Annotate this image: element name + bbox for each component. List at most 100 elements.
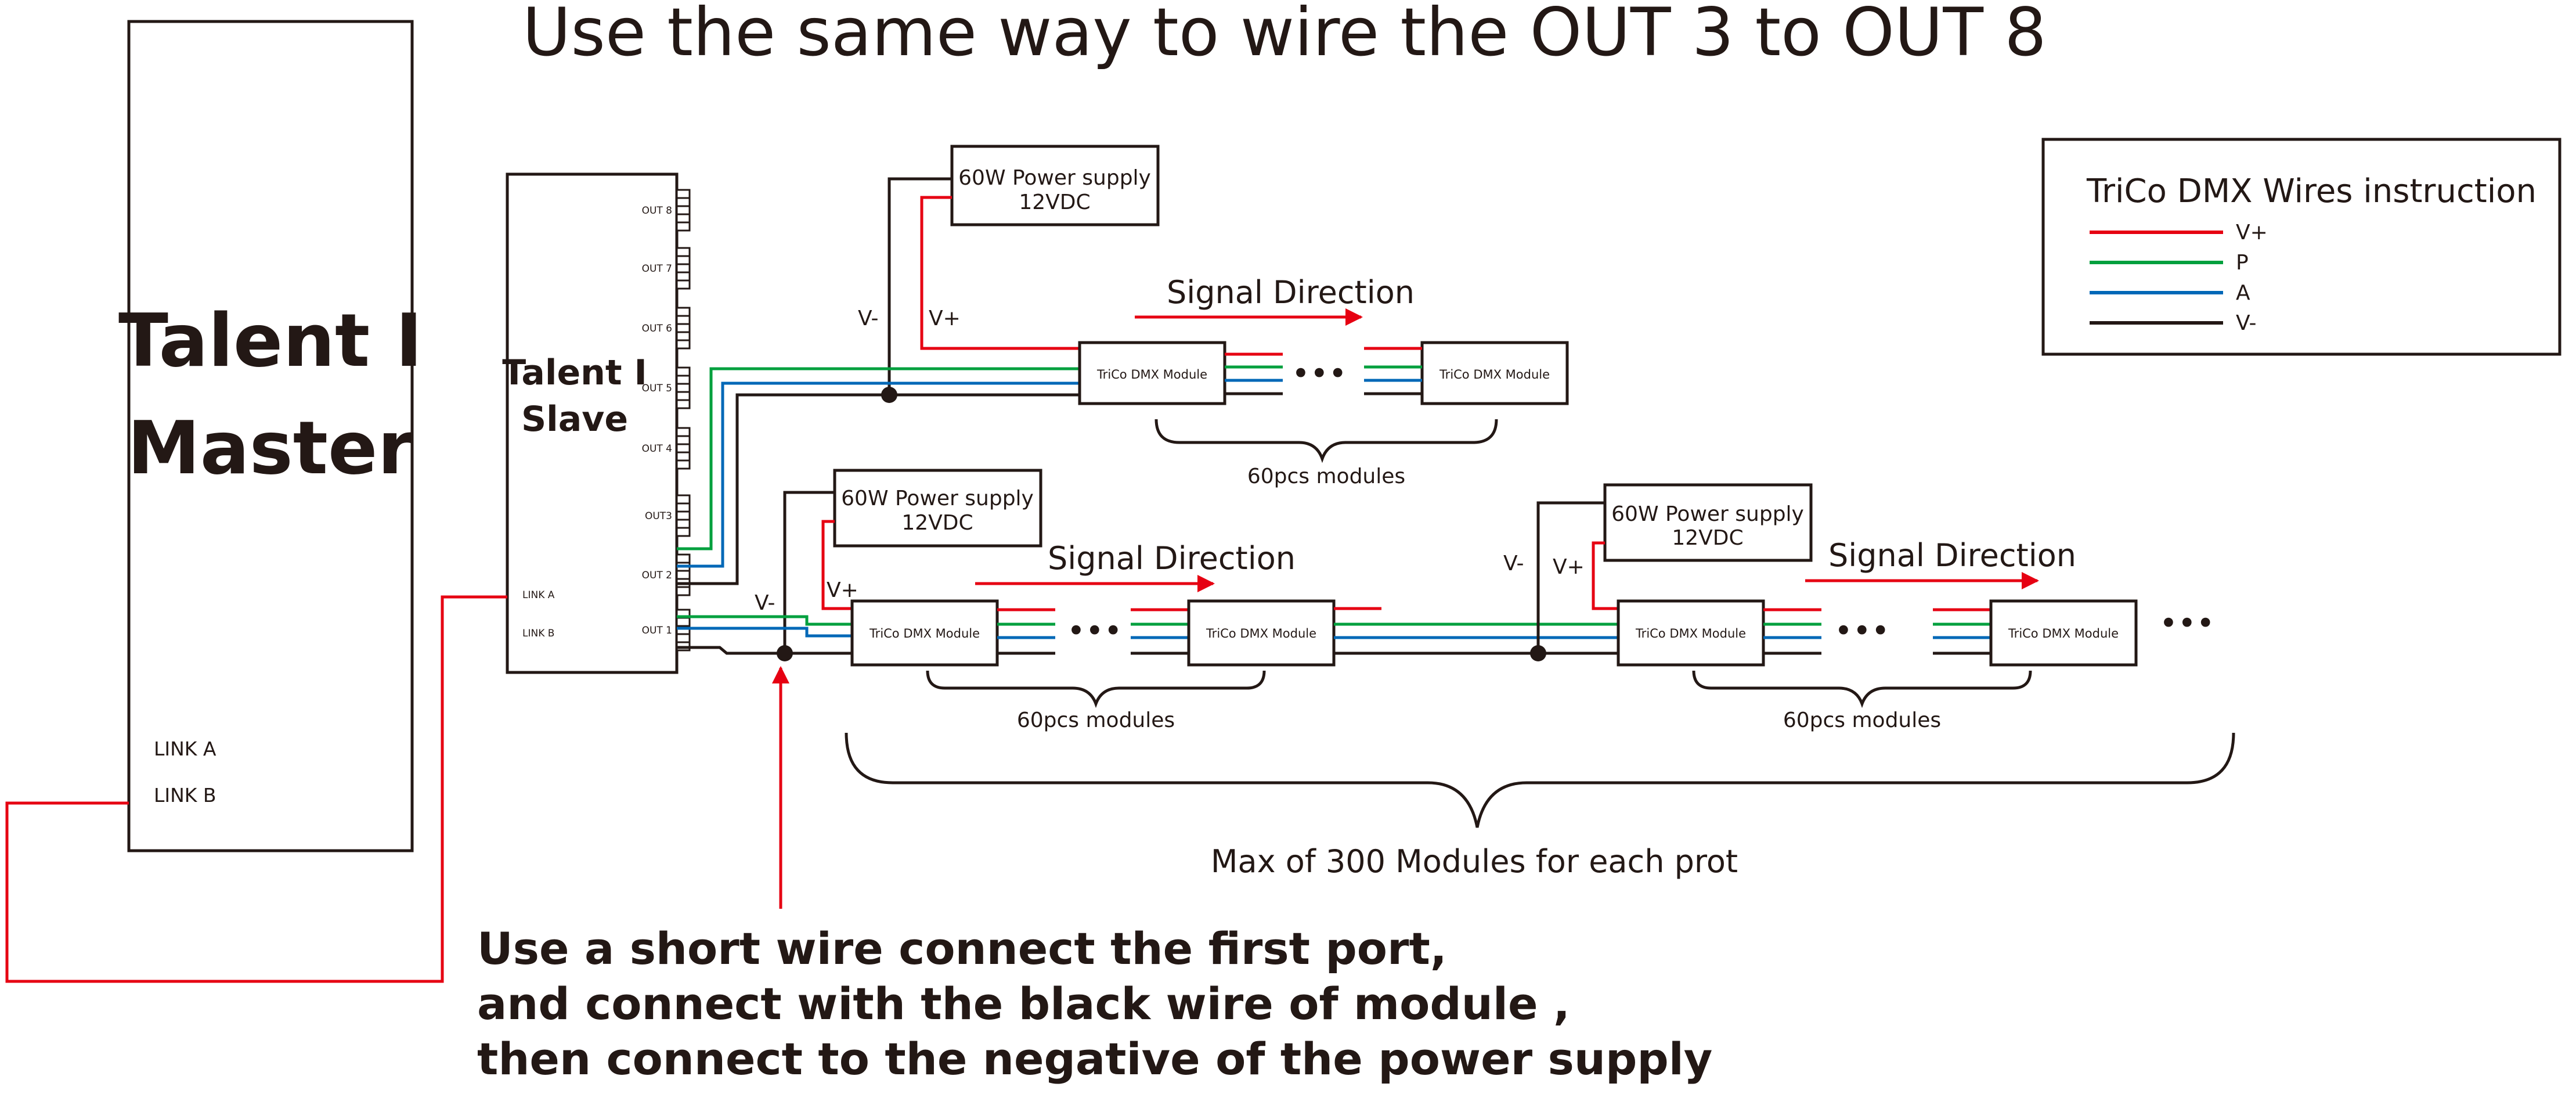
port-terminal [676, 399, 691, 409]
port-terminal [676, 494, 691, 505]
svg-text:60W Power supply: 60W Power supply [958, 166, 1151, 190]
svg-text:TriCo DMX Module: TriCo DMX Module [1635, 627, 1746, 640]
wiring-note: Use a short wire connect the first port,… [477, 923, 1712, 1085]
ellipsis: ••• [1291, 355, 1347, 392]
svg-text:12VDC: 12VDC [901, 511, 973, 535]
svg-text:60pcs modules: 60pcs modules [1247, 465, 1405, 488]
port-terminal [676, 435, 691, 445]
svg-text:TriCo DMX Module: TriCo DMX Module [1096, 368, 1207, 382]
slave-port-label: OUT 2 [642, 570, 672, 581]
port-terminal [676, 510, 691, 521]
svg-text:60pcs modules: 60pcs modules [1783, 708, 1941, 732]
port-terminal [676, 307, 691, 317]
svg-text:V+: V+ [929, 307, 961, 330]
legend-label: A [2236, 281, 2250, 305]
port-terminal [676, 443, 691, 454]
svg-text:TriCo DMX Module: TriCo DMX Module [1206, 627, 1316, 640]
port-terminal [676, 459, 691, 470]
slave-port-label: OUT3 [645, 510, 672, 522]
svg-text:V-: V- [1503, 552, 1524, 575]
slave-name: Talent I [502, 352, 647, 393]
svg-text:60W Power supply: 60W Power supply [1611, 502, 1804, 526]
port-terminal [676, 247, 691, 257]
port-terminal [676, 391, 691, 401]
upper-branch: 60W Power supply 12VDC V- V+ TriCo DMX M… [677, 145, 1569, 585]
diagram-title: Use the same way to wire the OUT 3 to OU… [522, 0, 2047, 71]
port-terminal [676, 570, 691, 580]
power-supply-lower-2 [1603, 483, 1813, 562]
svg-text:12VDC: 12VDC [1019, 190, 1090, 214]
module-lower-4 [1989, 599, 2138, 667]
master-link-a: LINK A [154, 737, 217, 760]
legend-title: TriCo DMX Wires instruction [2086, 172, 2537, 210]
port-terminal [676, 427, 691, 437]
port-terminal [676, 213, 691, 224]
svg-text:V+: V+ [1553, 555, 1585, 579]
power-supply-upper [950, 145, 1160, 226]
wire-legend: TriCo DMX Wires instruction V+PAV- [2041, 138, 2561, 356]
port-terminal [676, 519, 691, 529]
slave-role: Slave [521, 399, 628, 440]
port-terminal [676, 315, 691, 325]
port-terminal [676, 263, 691, 274]
svg-text:•••: ••• [1834, 613, 1890, 649]
port-terminal [676, 189, 691, 199]
master-link-b: LINK B [154, 784, 217, 807]
power-supply-lower-1 [833, 469, 1042, 548]
svg-text:TriCo DMX Module: TriCo DMX Module [1439, 368, 1550, 382]
svg-text:Use a short wire connect the f: Use a short wire connect the first port, [477, 923, 1447, 974]
svg-text:Signal Direction: Signal Direction [1048, 540, 1296, 577]
master-role: Master [127, 405, 413, 491]
svg-text:12VDC: 12VDC [1672, 526, 1743, 550]
port-terminal [676, 502, 691, 513]
module-lower-1 [850, 599, 999, 667]
svg-text:60pcs modules: 60pcs modules [1017, 708, 1175, 732]
svg-text:and connect with the black wir: and connect with the black wire of modul… [477, 978, 1570, 1030]
svg-text:60W Power supply: 60W Power supply [841, 487, 1034, 510]
port-terminal [676, 255, 691, 265]
port-terminal [676, 366, 691, 377]
port-terminal [676, 221, 691, 232]
module-upper-1 [1078, 341, 1226, 405]
slave-port-label: OUT 4 [642, 443, 672, 455]
slave-link-b: LINK B [522, 628, 554, 639]
module-lower-3 [1617, 599, 1765, 667]
port-terminal [676, 527, 691, 537]
svg-text:V-: V- [755, 591, 775, 615]
svg-text:then connect to the negative o: then connect to the negative of the powe… [477, 1033, 1712, 1085]
slave-port-label: OUT 7 [642, 263, 672, 275]
master-name: Talent I [118, 298, 423, 383]
port-terminal [676, 375, 691, 385]
port-terminal [676, 633, 691, 643]
signal-direction-label: Signal Direction [1167, 274, 1415, 311]
module-lower-2 [1187, 599, 1336, 667]
port-terminal [676, 279, 691, 290]
svg-text:•••: ••• [2159, 605, 2215, 642]
port-terminal [676, 553, 691, 564]
slave-link-a: LINK A [522, 589, 555, 601]
slave-port-label: OUT 5 [642, 383, 672, 394]
svg-text:•••: ••• [1067, 613, 1123, 649]
svg-text:Signal Direction: Signal Direction [1828, 537, 2076, 574]
svg-text:V-: V- [858, 307, 879, 330]
legend-label: V- [2236, 311, 2257, 335]
port-terminal [676, 383, 691, 393]
port-terminal [676, 205, 691, 215]
link-cable [5, 595, 507, 983]
port-terminal [676, 451, 691, 462]
slave-controller: Talent I Slave LINK A LINK B OUT 8 OUT 7 O… [502, 172, 691, 674]
svg-text:TriCo DMX Module: TriCo DMX Module [869, 627, 980, 640]
max-modules-brace [845, 732, 2235, 828]
master-controller: Talent I Master LINK A LINK B [118, 20, 423, 852]
svg-text:V+: V+ [827, 578, 858, 602]
port-terminal [676, 323, 691, 333]
max-modules-label: Max of 300 Modules for each prot [1211, 843, 1738, 880]
slave-port-label: OUT 8 [642, 205, 672, 217]
port-terminal [676, 586, 691, 596]
port-terminal [676, 271, 691, 282]
legend-label: V+ [2236, 221, 2268, 244]
svg-text:TriCo DMX Module: TriCo DMX Module [2008, 627, 2119, 640]
port-terminal [676, 197, 691, 207]
port-terminal [676, 617, 691, 627]
